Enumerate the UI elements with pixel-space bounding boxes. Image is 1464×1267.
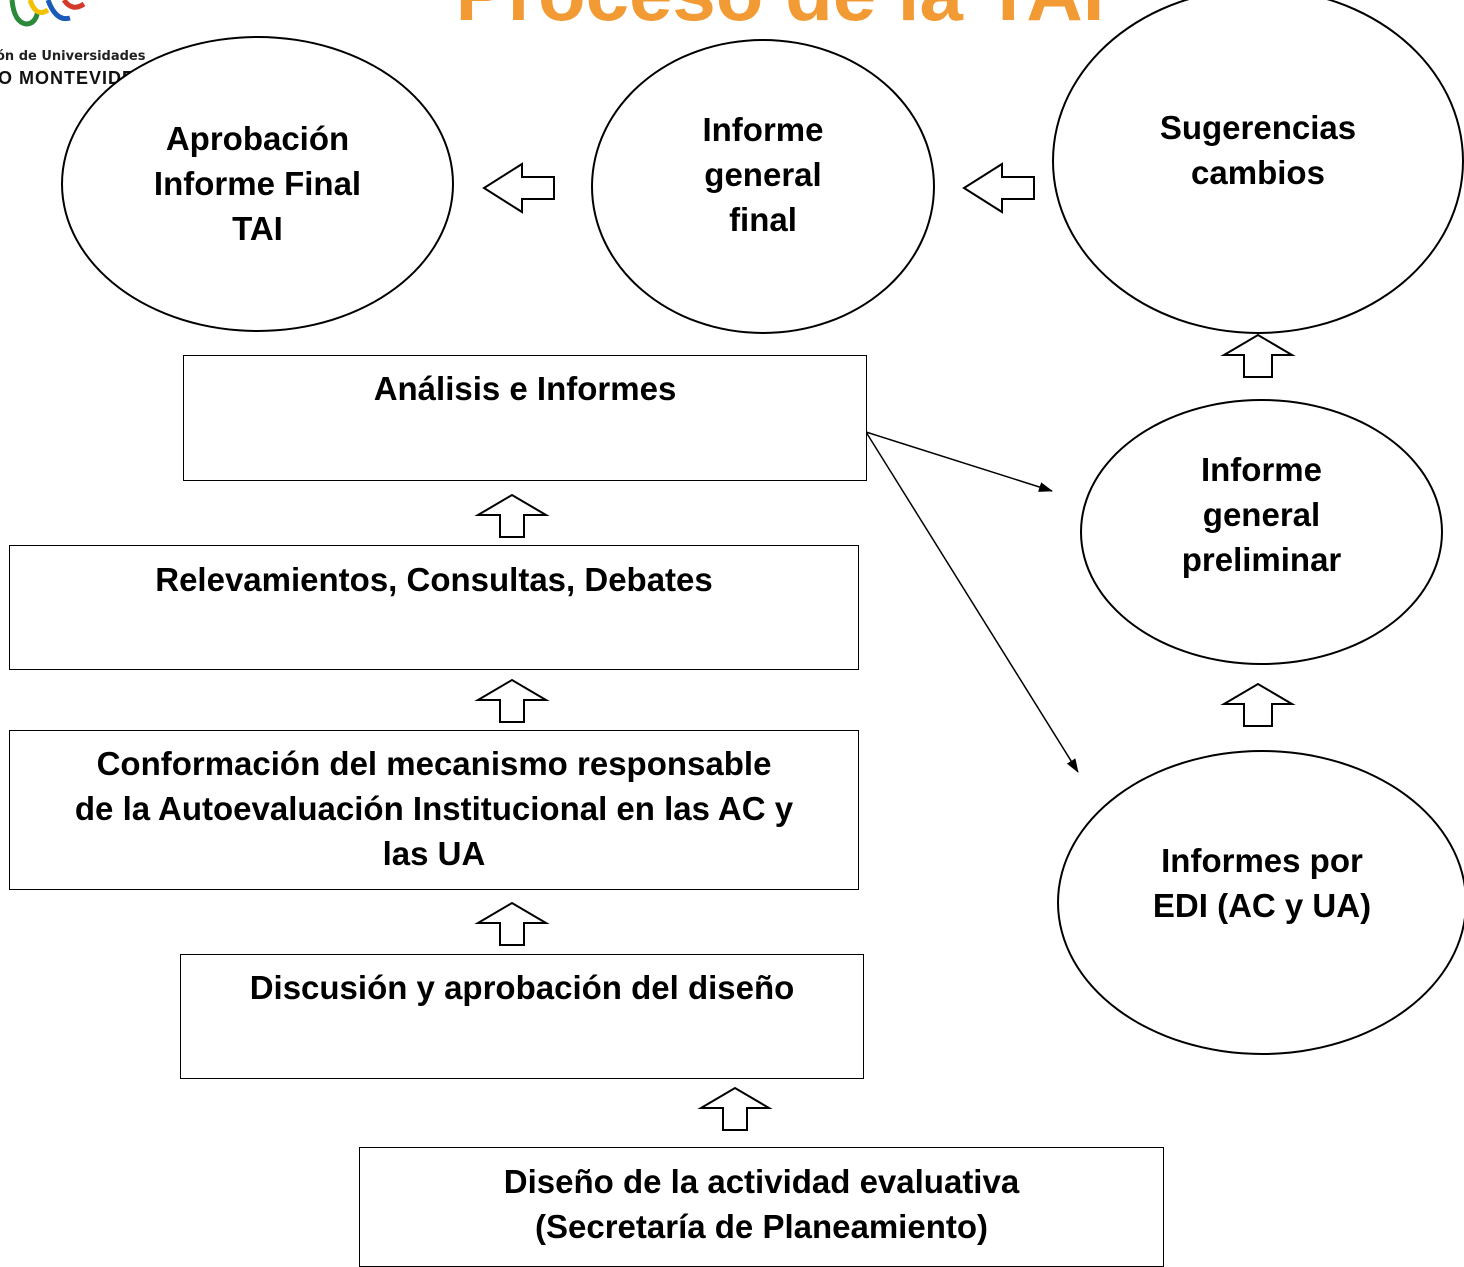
node-conformacion: Conformación del mecanismo responsable d… bbox=[9, 730, 859, 890]
node-discusion-aprobacion: Discusión y aprobación del diseño bbox=[180, 954, 864, 1079]
page-title: Proceso de la TAI bbox=[380, 0, 1180, 32]
node-label: Discusión y aprobación del diseño bbox=[249, 969, 795, 1006]
logo-mark-icon bbox=[9, 0, 86, 27]
node-label: Diseño de la actividad evaluativa (Secre… bbox=[503, 1163, 1020, 1245]
node-informe-general-preliminar: Informe general preliminar bbox=[1080, 399, 1443, 665]
block-arrow-left-icon bbox=[962, 162, 1035, 214]
block-arrow-up-icon bbox=[1220, 682, 1296, 727]
logo-text-top: ón de Universidades bbox=[0, 49, 146, 64]
node-label: Conformación del mecanismo responsable d… bbox=[74, 745, 794, 872]
node-analisis-informes: Análisis e Informes bbox=[183, 355, 867, 481]
node-diseno-actividad: Diseño de la actividad evaluativa (Secre… bbox=[359, 1147, 1164, 1267]
block-arrow-up-icon bbox=[474, 493, 550, 538]
block-arrow-up-icon bbox=[697, 1086, 773, 1131]
line-arrow-to-preliminar bbox=[865, 431, 1053, 492]
node-sugerencias-cambios: Sugerencias cambios bbox=[1052, 0, 1464, 334]
block-arrow-up-icon bbox=[474, 901, 550, 946]
node-label: Análisis e Informes bbox=[373, 370, 677, 407]
node-label: Informe general preliminar bbox=[1181, 451, 1342, 578]
block-arrow-up-icon bbox=[474, 678, 550, 723]
node-label: Informe general final bbox=[702, 111, 824, 238]
node-label: Sugerencias cambios bbox=[1159, 109, 1357, 191]
node-label: Aprobación Informe Final TAI bbox=[153, 120, 362, 247]
node-aprobacion-informe-final: Aprobación Informe Final TAI bbox=[61, 36, 454, 332]
node-relevamientos: Relevamientos, Consultas, Debates bbox=[9, 545, 859, 670]
block-arrow-up-icon bbox=[1220, 333, 1296, 378]
node-label: Relevamientos, Consultas, Debates bbox=[155, 561, 713, 598]
node-informe-general-final: Informe general final bbox=[591, 39, 935, 334]
line-arrow-to-edi bbox=[865, 431, 1079, 773]
block-arrow-left-icon bbox=[482, 162, 555, 214]
node-informes-edi: Informes por EDI (AC y UA) bbox=[1057, 750, 1464, 1055]
node-label: Informes por EDI (AC y UA) bbox=[1152, 842, 1372, 924]
